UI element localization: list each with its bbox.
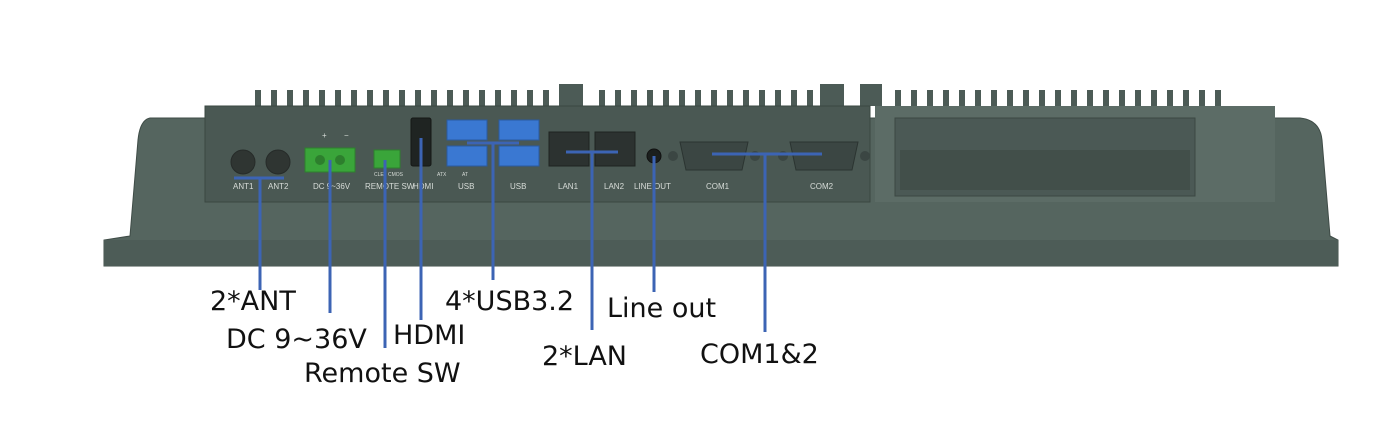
heatsink-fins (255, 84, 1221, 106)
leader-com (712, 152, 822, 332)
at-label: AT (462, 172, 468, 178)
usb-left-label: USB (458, 182, 474, 191)
dc-minus-label: − (344, 131, 349, 140)
leader-usb (467, 141, 519, 280)
dc-screw-plus (315, 155, 325, 165)
callout-hdmi: HDMI (393, 320, 466, 351)
lan1-label: LAN1 (558, 182, 579, 191)
dc-plus-label: + (322, 131, 327, 140)
remote-sw-label: REMOTE SW (365, 182, 415, 191)
hdmi-label: HDMI (413, 182, 433, 191)
ant1-connector (230, 149, 256, 175)
ant1-label: ANT1 (233, 182, 254, 191)
clear-cmos-label-b: CMOS (388, 172, 404, 178)
ant2-label: ANT2 (268, 182, 289, 191)
usb-port-2 (446, 145, 488, 167)
usb-port-3 (498, 119, 540, 141)
callout-ant: 2*ANT (210, 286, 296, 317)
callout-usb: 4*USB3.2 (445, 286, 575, 317)
leader-lines (234, 138, 822, 348)
usb-right-label: USB (510, 182, 526, 191)
atx-label: ATX (437, 172, 447, 178)
usb-port-4 (498, 145, 540, 167)
callout-com: COM1&2 (700, 339, 819, 370)
chassis-bottom-lip (104, 240, 1338, 266)
lan1-port (548, 131, 590, 167)
expansion-slot-cover (900, 150, 1190, 190)
lan2-label: LAN2 (604, 182, 625, 191)
remote-sw-terminal (373, 149, 401, 169)
ant2-connector (265, 149, 291, 175)
com2-port (789, 141, 859, 171)
leader-lan (566, 150, 618, 330)
callout-lan: 2*LAN (542, 341, 628, 372)
clear-cmos-label-a: CLE (374, 172, 384, 178)
com1-label: COM1 (706, 182, 730, 191)
callout-line-out: Line out (607, 293, 717, 324)
com2-label: COM2 (810, 182, 834, 191)
usb-port-1 (446, 119, 488, 141)
lan2-port (594, 131, 636, 167)
callout-remote-sw: Remote SW (304, 358, 461, 389)
dc-screw-minus (335, 155, 345, 165)
callout-dc: DC 9~36V (226, 324, 367, 355)
dc-label: DC 9~36V (313, 182, 351, 191)
com1-port (679, 141, 749, 171)
leader-ant (234, 176, 284, 290)
